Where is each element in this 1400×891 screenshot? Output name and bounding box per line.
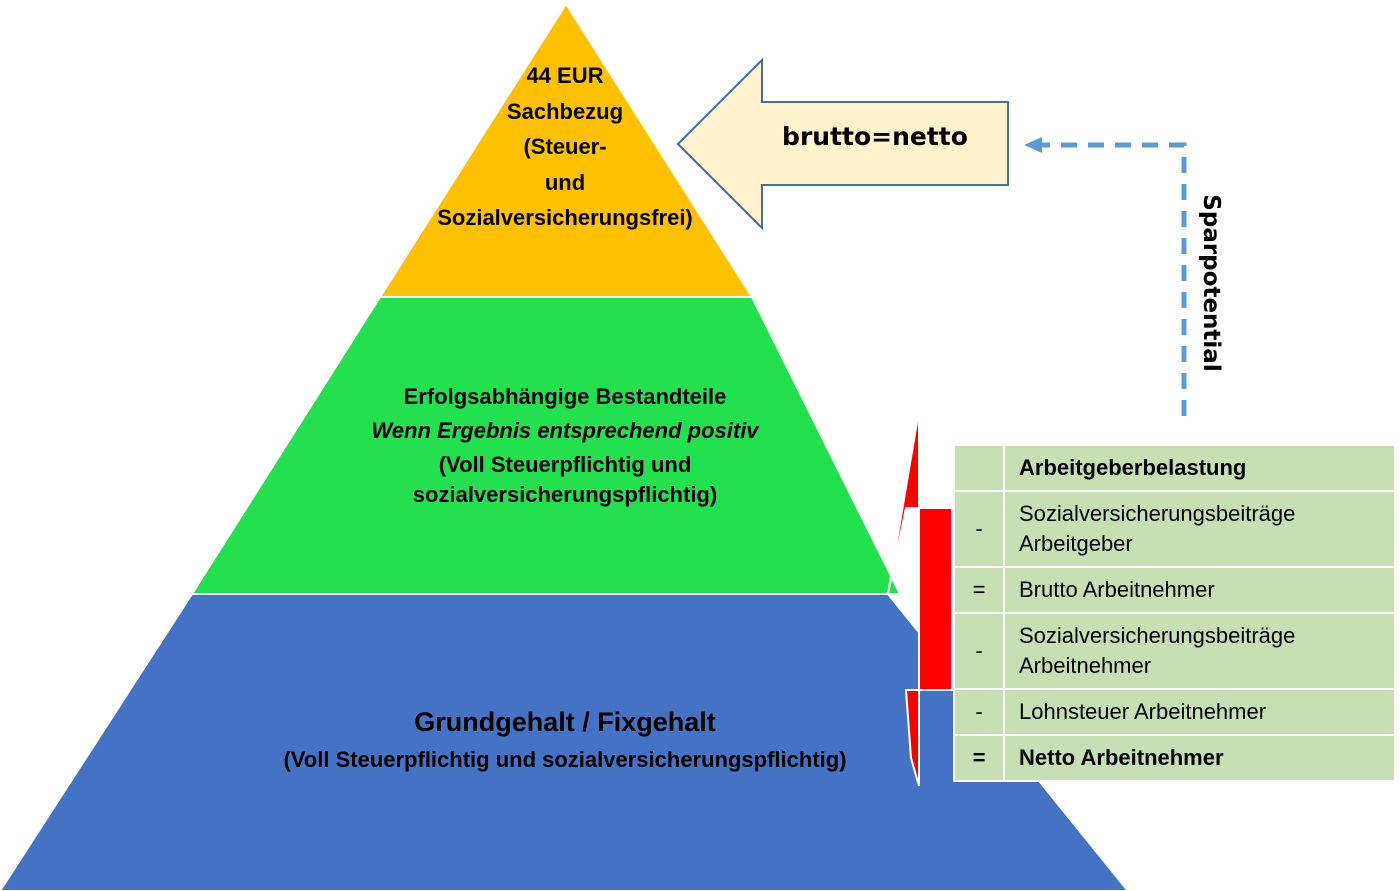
- pyramid-middle-text: Erfolgsabhängige Bestandteile Wenn Ergeb…: [250, 380, 880, 508]
- top-line-4: und: [544, 169, 586, 195]
- row-label: Netto Arbeitnehmer: [1003, 734, 1396, 782]
- bottom-title: Grundgehalt / Fixgehalt: [414, 707, 716, 737]
- pyramid-top-layer: [378, 2, 754, 298]
- row-label: Sozialversicherungsbeiträge Arbeitnehmer: [1003, 612, 1396, 690]
- top-line-5: Sozialversicherungsfrei): [437, 205, 693, 230]
- middle-line-3: (Voll Steuerpflichtig und: [438, 452, 692, 477]
- top-line-2: Sachbezug: [506, 98, 624, 124]
- red-bracket-arrow: [887, 409, 953, 787]
- salary-calculation-table: Arbeitgeberbelastung - Sozialversicherun…: [953, 444, 1396, 782]
- middle-line-2: Wenn Ergebnis entsprechend positiv: [371, 418, 759, 443]
- row-operator: =: [953, 566, 1005, 614]
- row-operator: [953, 444, 1005, 492]
- row-operator: -: [953, 612, 1005, 690]
- row-operator: -: [953, 688, 1005, 736]
- dashed-line-arrowhead: [1024, 137, 1042, 153]
- row-label: Lohnsteuer Arbeitnehmer: [1003, 688, 1396, 736]
- sparpotential-label: Sparpotential: [1198, 194, 1224, 372]
- table-row: - Lohnsteuer Arbeitnehmer: [953, 688, 1396, 736]
- sparpotential-dashed-line: [1042, 142, 1187, 416]
- row-label: Brutto Arbeitnehmer: [1003, 566, 1396, 614]
- row-label: Arbeitgeberbelastung: [1003, 444, 1396, 492]
- row-operator: =: [953, 734, 1005, 782]
- table-row: = Netto Arbeitnehmer: [953, 734, 1396, 782]
- table-row: - Sozialversicherungsbeiträge Arbeitgebe…: [953, 490, 1396, 568]
- brutto-netto-arrow: [676, 57, 1009, 231]
- middle-line-4: sozialversicherungspflichtig): [412, 482, 718, 507]
- pyramid-bottom-text: Grundgehalt / Fixgehalt (Voll Steuerpfli…: [150, 703, 980, 779]
- table-row: = Brutto Arbeitnehmer: [953, 566, 1396, 614]
- table-row: - Sozialversicherungsbeiträge Arbeitnehm…: [953, 612, 1396, 690]
- brutto-netto-label: brutto=netto: [782, 122, 968, 151]
- pyramid-top-text: 44 EUR Sachbezug (Steuer- und Sozialvers…: [400, 58, 730, 236]
- top-line-1: 44 EUR: [526, 63, 604, 88]
- table-row: Arbeitgeberbelastung: [953, 444, 1396, 492]
- middle-line-1: Erfolgsabhängige Bestandteile: [403, 384, 727, 409]
- row-label: Sozialversicherungsbeiträge Arbeitgeber: [1003, 490, 1396, 568]
- bottom-subtitle: (Voll Steuerpflichtig und sozialversiche…: [283, 747, 847, 772]
- row-operator: -: [953, 490, 1005, 568]
- top-line-3: (Steuer-: [523, 134, 607, 159]
